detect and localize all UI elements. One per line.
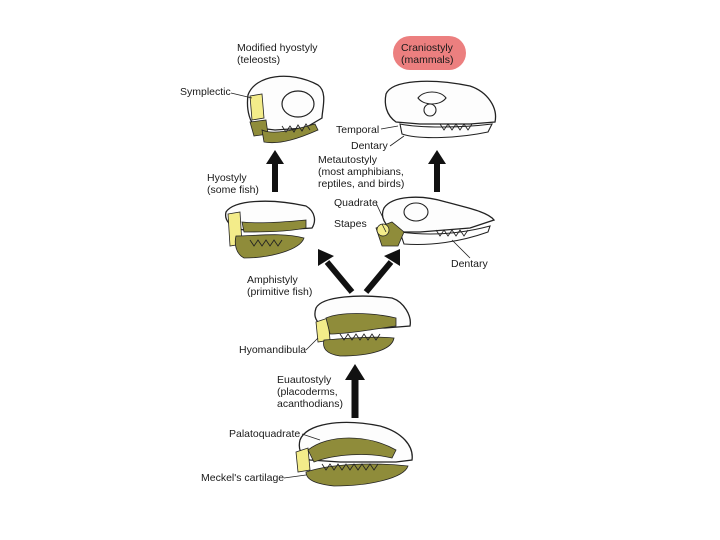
- most-amphibians-text: (most amphibians,: [318, 166, 404, 178]
- arrow-up-right: [428, 150, 446, 192]
- quadrate-label: Quadrate: [334, 197, 378, 209]
- metautostyly-text: Metautostyly: [318, 154, 377, 166]
- hyostyly-skull: [224, 200, 316, 259]
- temporal-label: Temporal: [336, 124, 380, 136]
- arrow-diag-right: [363, 249, 400, 294]
- dentary-mid-label: Dentary: [451, 258, 488, 270]
- dentary-top-label: Dentary: [351, 140, 388, 152]
- hyostyly-label: Hyostyly (some fish): [207, 172, 259, 196]
- some-fish-text: (some fish): [207, 184, 259, 196]
- primitive-fish-text: (primitive fish): [247, 286, 313, 298]
- amphistyly-text: Amphistyly: [247, 274, 298, 286]
- teleost-skull: [246, 75, 325, 144]
- reptile-skull: [375, 196, 496, 247]
- amphistyly-label: Amphistyly (primitive fish): [247, 274, 312, 298]
- leader-lines: [230, 92, 471, 479]
- euautostyly-text: Euautostyly: [277, 374, 332, 386]
- arrow-up-left: [266, 150, 284, 192]
- symplectic-label: Symplectic: [180, 86, 231, 98]
- meckels-cartilage-label: Meckel's cartilage: [201, 472, 285, 484]
- teleosts-text: (teleosts): [237, 54, 281, 66]
- euautostyly-skull: [295, 421, 413, 487]
- craniostyly-text: Craniostyly: [401, 42, 453, 54]
- hyostyly-text: Hyostyly: [207, 172, 247, 184]
- palatoquadrate-label: Palatoquadrate: [229, 428, 301, 440]
- amphistyly-skull: [314, 295, 411, 357]
- craniostyly-highlight: [393, 36, 466, 70]
- arrow-up-center: [345, 364, 365, 418]
- acanthodians-text: acanthodians): [277, 398, 343, 410]
- metautostyly-label: Metautostyly (most amphibians, reptiles,…: [318, 154, 404, 190]
- placoderms-text: (placoderms,: [277, 386, 338, 398]
- mammals-text: (mammals): [401, 54, 454, 66]
- stapes-label: Stapes: [334, 218, 367, 230]
- mammal-skull: [384, 80, 497, 139]
- reptiles-birds-text: reptiles, and birds): [318, 178, 405, 190]
- craniostyly-label: Craniostyly (mammals): [401, 42, 454, 66]
- hyomandibula-label: Hyomandibula: [239, 344, 307, 356]
- modified-hyostyly-text: Modified hyostyly: [237, 42, 318, 54]
- arrow-diag-left: [318, 249, 355, 294]
- modified-hyostyly-label: Modified hyostyly (teleosts): [237, 42, 318, 66]
- euautostyly-label: Euautostyly (placoderms, acanthodians): [277, 374, 343, 410]
